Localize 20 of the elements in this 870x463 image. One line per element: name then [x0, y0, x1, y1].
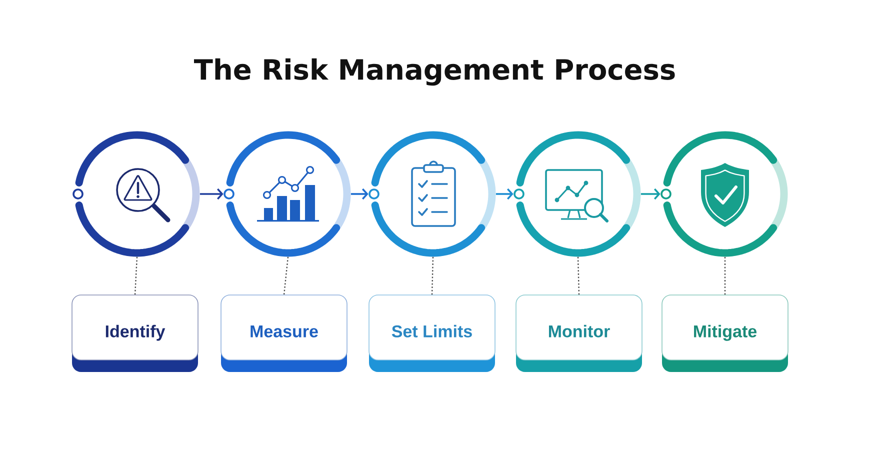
ring-circle	[660, 131, 788, 257]
ring-circle	[368, 131, 496, 257]
arrow	[200, 188, 224, 200]
step-box: Set Limits	[368, 294, 496, 372]
dotted-line	[134, 256, 138, 295]
step-box: Identify	[72, 294, 198, 372]
step-box: Monitor	[516, 294, 642, 372]
dotted-line	[283, 256, 289, 295]
arrow	[350, 188, 368, 200]
ring-circle	[514, 131, 641, 257]
ring-circle	[224, 131, 351, 257]
dotted-line	[577, 256, 580, 295]
step-box: Measure	[220, 294, 348, 372]
dotted-line	[431, 256, 434, 295]
ring-circle	[72, 131, 200, 257]
step-box: Mitigate	[662, 294, 788, 372]
dotted-line	[724, 256, 726, 295]
title: The Risk Management Process	[194, 58, 675, 86]
arrow	[640, 188, 660, 200]
arrow	[496, 188, 514, 200]
